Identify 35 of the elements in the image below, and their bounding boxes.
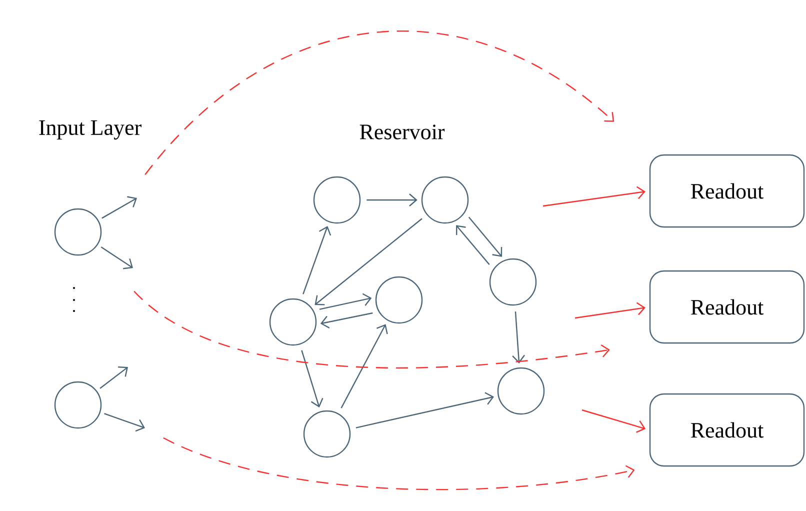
layer-label: Reservoir (360, 124, 445, 140)
arrow (356, 392, 494, 428)
neuron-circle (303, 410, 351, 458)
dashed-arrow (163, 437, 635, 490)
readout-box: Readout (649, 154, 805, 228)
arrow (320, 312, 373, 328)
arrow (100, 366, 128, 389)
arrow (314, 218, 422, 306)
arrow (456, 225, 490, 265)
arrow (102, 196, 137, 219)
arrow (366, 194, 418, 206)
neuron-circle (54, 208, 102, 256)
arrow (574, 302, 646, 319)
neuron-circle (313, 176, 361, 224)
readout-box: Readout (649, 393, 805, 467)
arrow (512, 311, 525, 364)
arrow (340, 324, 388, 408)
dashed-arrow (144, 30, 614, 176)
arrow (468, 216, 502, 257)
readout-box: Readout (649, 270, 805, 344)
arrow (582, 409, 646, 433)
neuron-circle (375, 276, 423, 324)
neuron-circle (54, 381, 102, 429)
arrow (301, 350, 324, 408)
dashed-arrow (134, 290, 610, 368)
arrow (302, 226, 332, 294)
neuron-circle (269, 298, 317, 346)
arrow (100, 246, 134, 270)
layer-label: Input Layer (39, 120, 142, 140)
arrow (319, 293, 372, 310)
neuron-circle (497, 367, 545, 415)
neuron-circle (421, 176, 469, 224)
arrow (104, 413, 145, 432)
neuron-circle (489, 258, 537, 306)
arrow (542, 186, 646, 207)
